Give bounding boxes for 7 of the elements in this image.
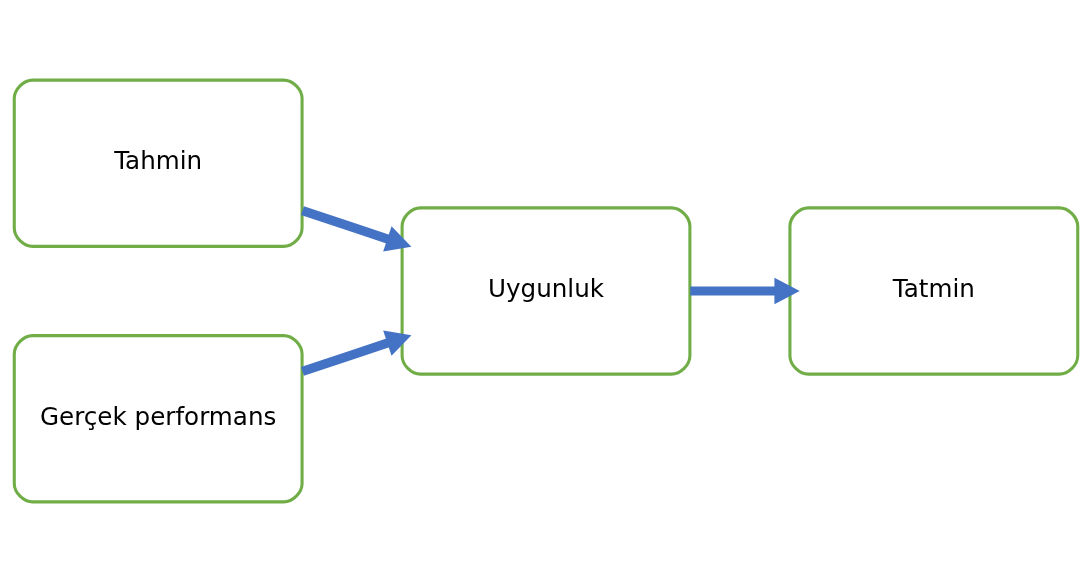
arrow [301, 206, 412, 252]
node-box: Tatmin [788, 206, 1080, 376]
arrow [301, 330, 412, 376]
node-box: Uygunluk [400, 206, 692, 376]
node-box: Tahmin [12, 78, 304, 248]
arrow [690, 277, 800, 305]
node-box: Gerçek performans [12, 334, 304, 504]
